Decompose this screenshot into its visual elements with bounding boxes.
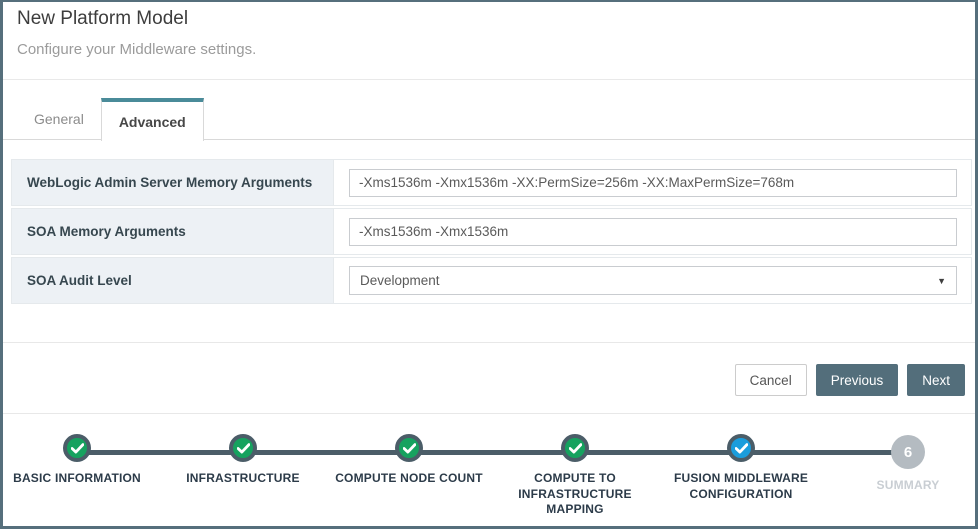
page-subtitle: Configure your Middleware settings. [17,41,257,58]
previous-button[interactable]: Previous [815,364,899,396]
chevron-down-icon: ▼ [937,275,946,286]
check-icon [236,442,250,453]
check-icon [402,442,416,453]
step-compute-to-infrastructure-mapping: COMPUTE TO INFRASTRUCTURE MAPPING [495,434,655,518]
step-label: COMPUTE NODE COUNT [335,471,483,485]
step-basic-information: BASIC INFORMATION [3,434,157,487]
step-summary: 6 SUMMARY [828,434,975,494]
tabs-underline [3,139,975,140]
header-divider [3,79,975,80]
step-circle: 6 [891,435,925,469]
stepper-separator [3,413,975,414]
step-label: INFRASTRUCTURE [186,471,300,485]
check-icon [734,442,748,453]
field-label: SOA Audit Level [12,258,334,303]
step-infrastructure: INFRASTRUCTURE [163,434,323,487]
step-circle [63,434,91,462]
cancel-button[interactable]: Cancel [734,364,807,396]
weblogic-admin-memory-args-input[interactable] [349,168,957,197]
field-control [334,209,971,254]
form-row-weblogic-memory: WebLogic Admin Server Memory Arguments [11,159,972,206]
buttons-separator [3,342,975,343]
wizard-stepper: BASIC INFORMATION INFRASTRUCTURE COMPUTE… [3,413,975,525]
field-label: WebLogic Admin Server Memory Arguments [12,160,334,205]
soa-memory-args-input[interactable] [349,217,957,246]
tab-advanced[interactable]: Advanced [100,98,204,141]
field-control [334,160,971,205]
step-fusion-middleware-configuration: FUSION MIDDLEWARE CONFIGURATION [661,434,821,502]
check-icon [568,442,582,453]
tab-bar: General Advanced [17,98,204,141]
field-control: Development ▼ [334,258,971,303]
select-value: Development [360,273,440,288]
step-label: COMPUTE TO INFRASTRUCTURE MAPPING [518,471,632,517]
step-circle [395,434,423,462]
tab-general[interactable]: General [34,111,84,127]
check-icon [70,442,84,453]
page-title: New Platform Model [17,8,189,29]
field-label: SOA Memory Arguments [12,209,334,254]
form-row-soa-audit-level: SOA Audit Level Development ▼ [11,257,972,304]
soa-audit-level-select[interactable]: Development ▼ [349,266,957,295]
step-circle [561,434,589,462]
step-label: FUSION MIDDLEWARE CONFIGURATION [673,471,809,501]
next-button[interactable]: Next [907,364,965,396]
form-row-soa-memory: SOA Memory Arguments [11,208,972,255]
button-bar: Cancel Previous Next [734,364,965,396]
step-label: SUMMARY [876,478,940,492]
step-number: 6 [903,443,913,461]
step-circle [229,434,257,462]
step-compute-node-count: COMPUTE NODE COUNT [329,434,489,487]
step-circle [727,434,755,462]
stepper-track [75,450,908,455]
step-label: BASIC INFORMATION [13,471,141,485]
